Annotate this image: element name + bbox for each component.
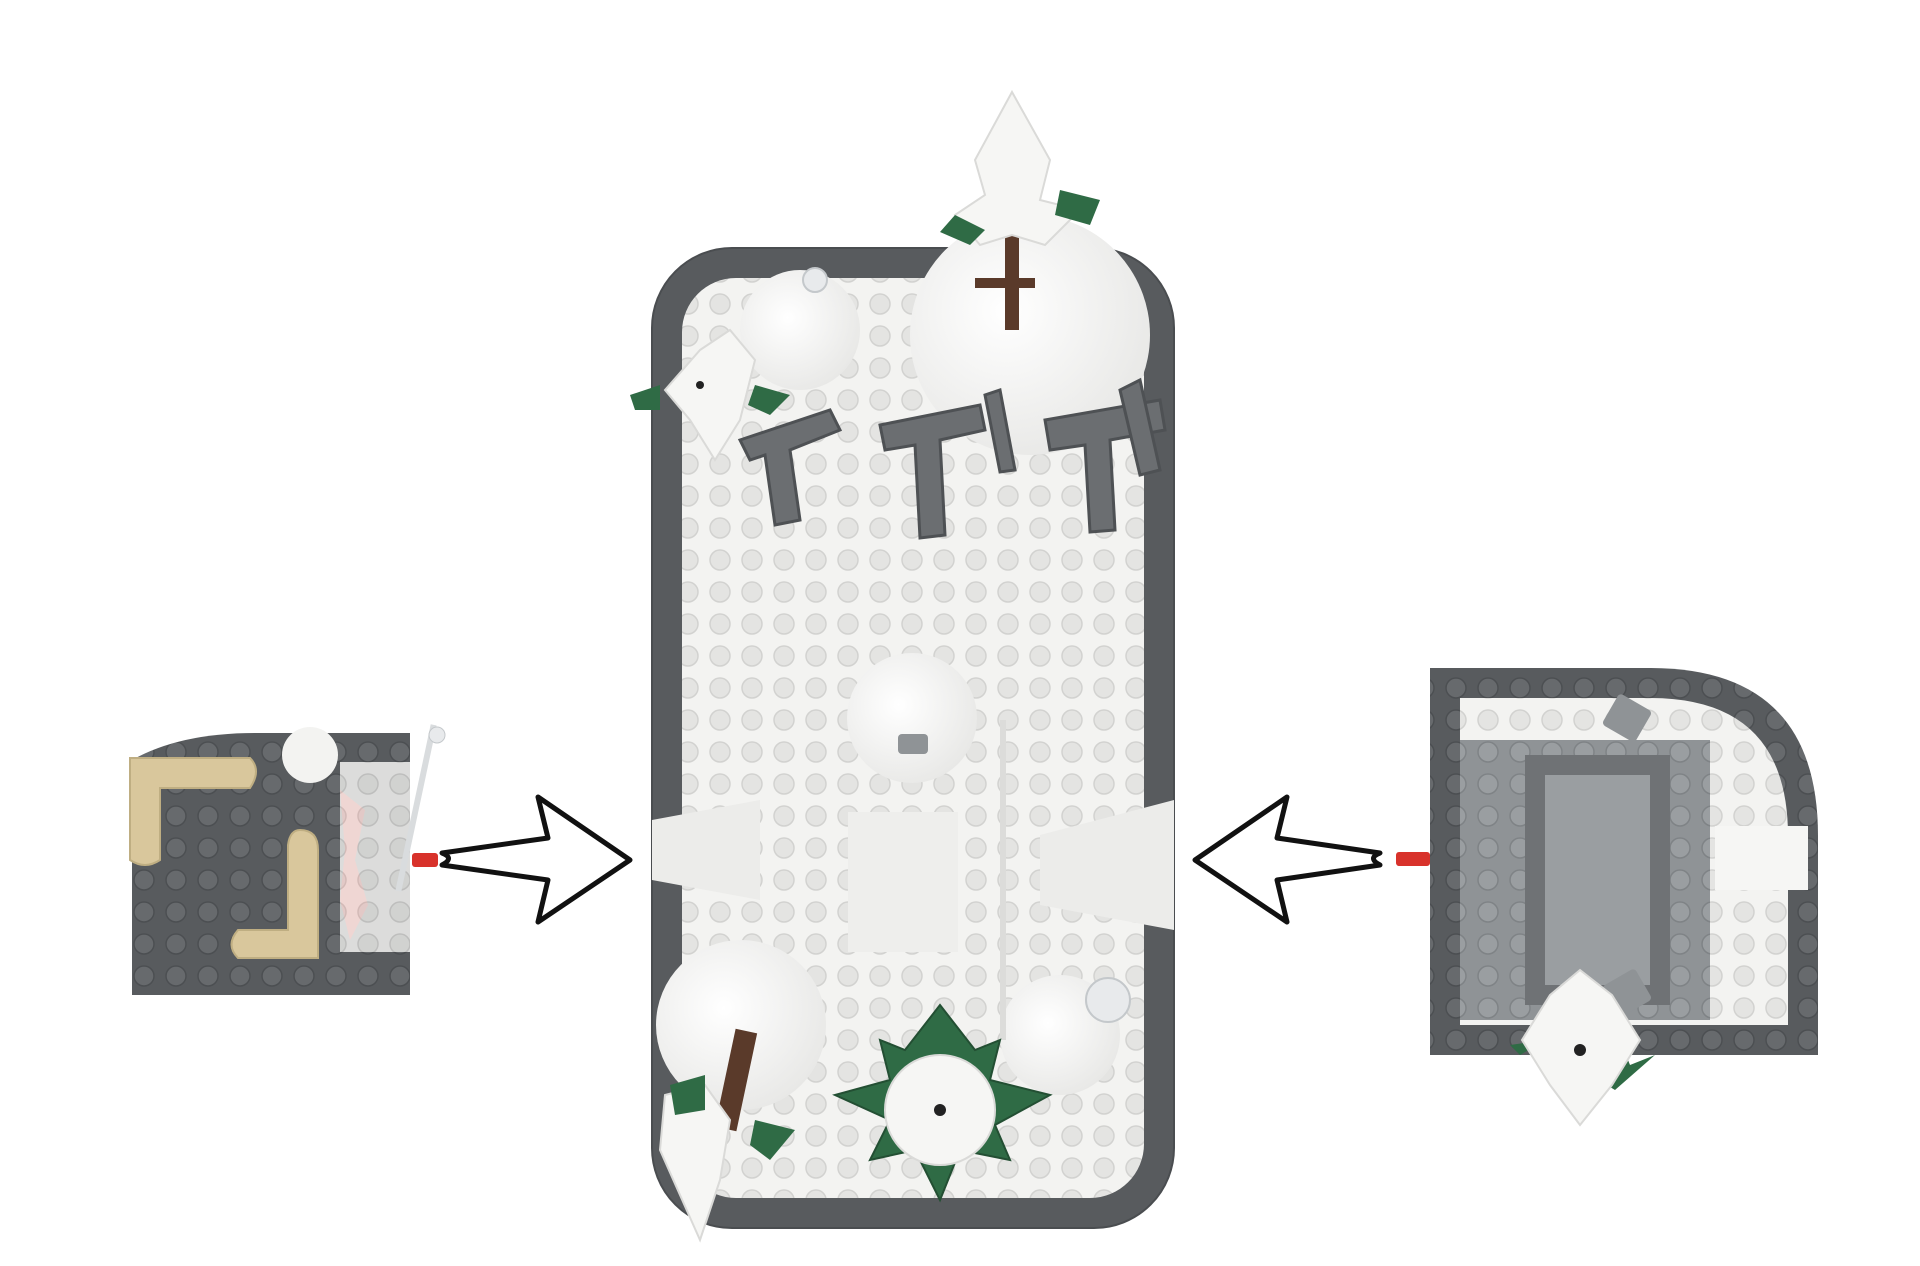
fence-row: [737, 377, 1167, 540]
right-red-peg: [1396, 852, 1430, 866]
trans-knob: [1085, 977, 1131, 1023]
right-snow-tile: [1715, 826, 1808, 890]
center-base: [630, 89, 1175, 1243]
tan-tiles: [129, 757, 319, 959]
left-module: [129, 724, 446, 995]
left-white-tiles: [340, 762, 410, 952]
snow-slope-right: [1040, 800, 1174, 930]
tree-right: [1510, 968, 1655, 1127]
tree-bottom-left: [658, 1028, 795, 1243]
center-gray-plate: [898, 734, 928, 754]
left-snow-dome: [282, 727, 338, 783]
snow-slope-left: [652, 800, 760, 900]
snow-dome-top-left: [740, 270, 860, 390]
left-arrow: [439, 794, 633, 925]
trans-knob-top: [802, 267, 828, 293]
tree-top-left: [630, 328, 790, 462]
stone-wall-inner: [1545, 775, 1650, 985]
snow-dome-bottom-left: [656, 940, 826, 1110]
snow-dome-top-right: [910, 215, 1150, 455]
tree-top: [940, 89, 1100, 330]
center-white-tiles: [848, 812, 958, 952]
right-arrow: [1192, 794, 1383, 925]
snow-dome-center: [847, 653, 977, 783]
left-red-peg: [412, 853, 438, 867]
trans-rod: [1000, 720, 1006, 1040]
stone-bracket-top: [1603, 694, 1651, 742]
tree-bottom-center: [832, 1003, 1053, 1203]
trans-rod-left: [395, 724, 437, 892]
right-module: [1396, 668, 1818, 1127]
